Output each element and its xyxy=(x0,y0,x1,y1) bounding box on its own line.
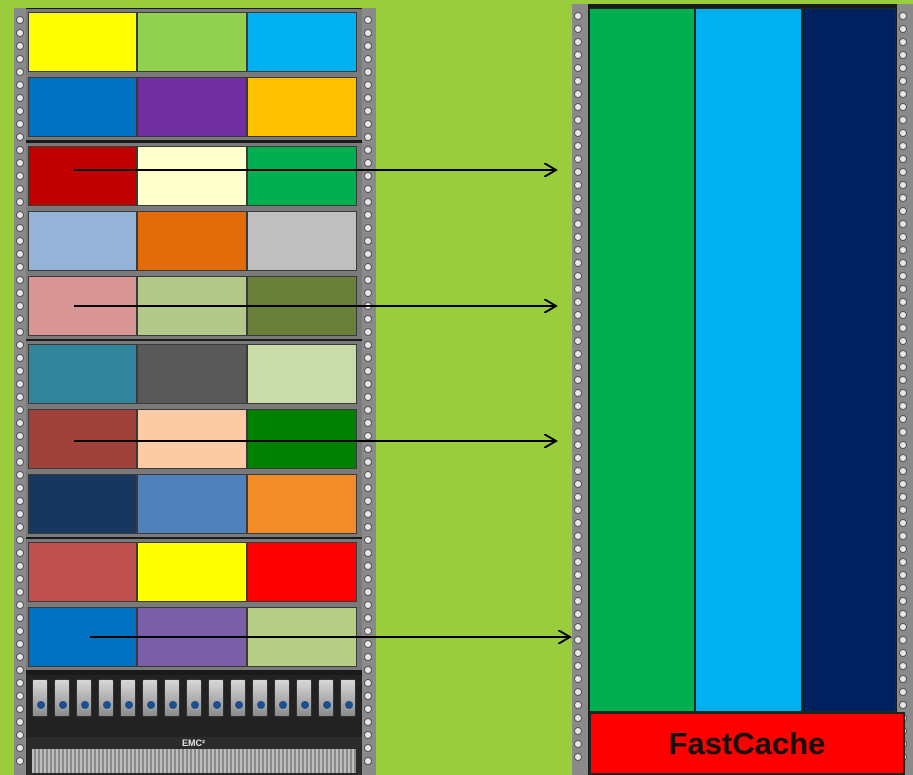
arrow-layer xyxy=(0,0,913,775)
